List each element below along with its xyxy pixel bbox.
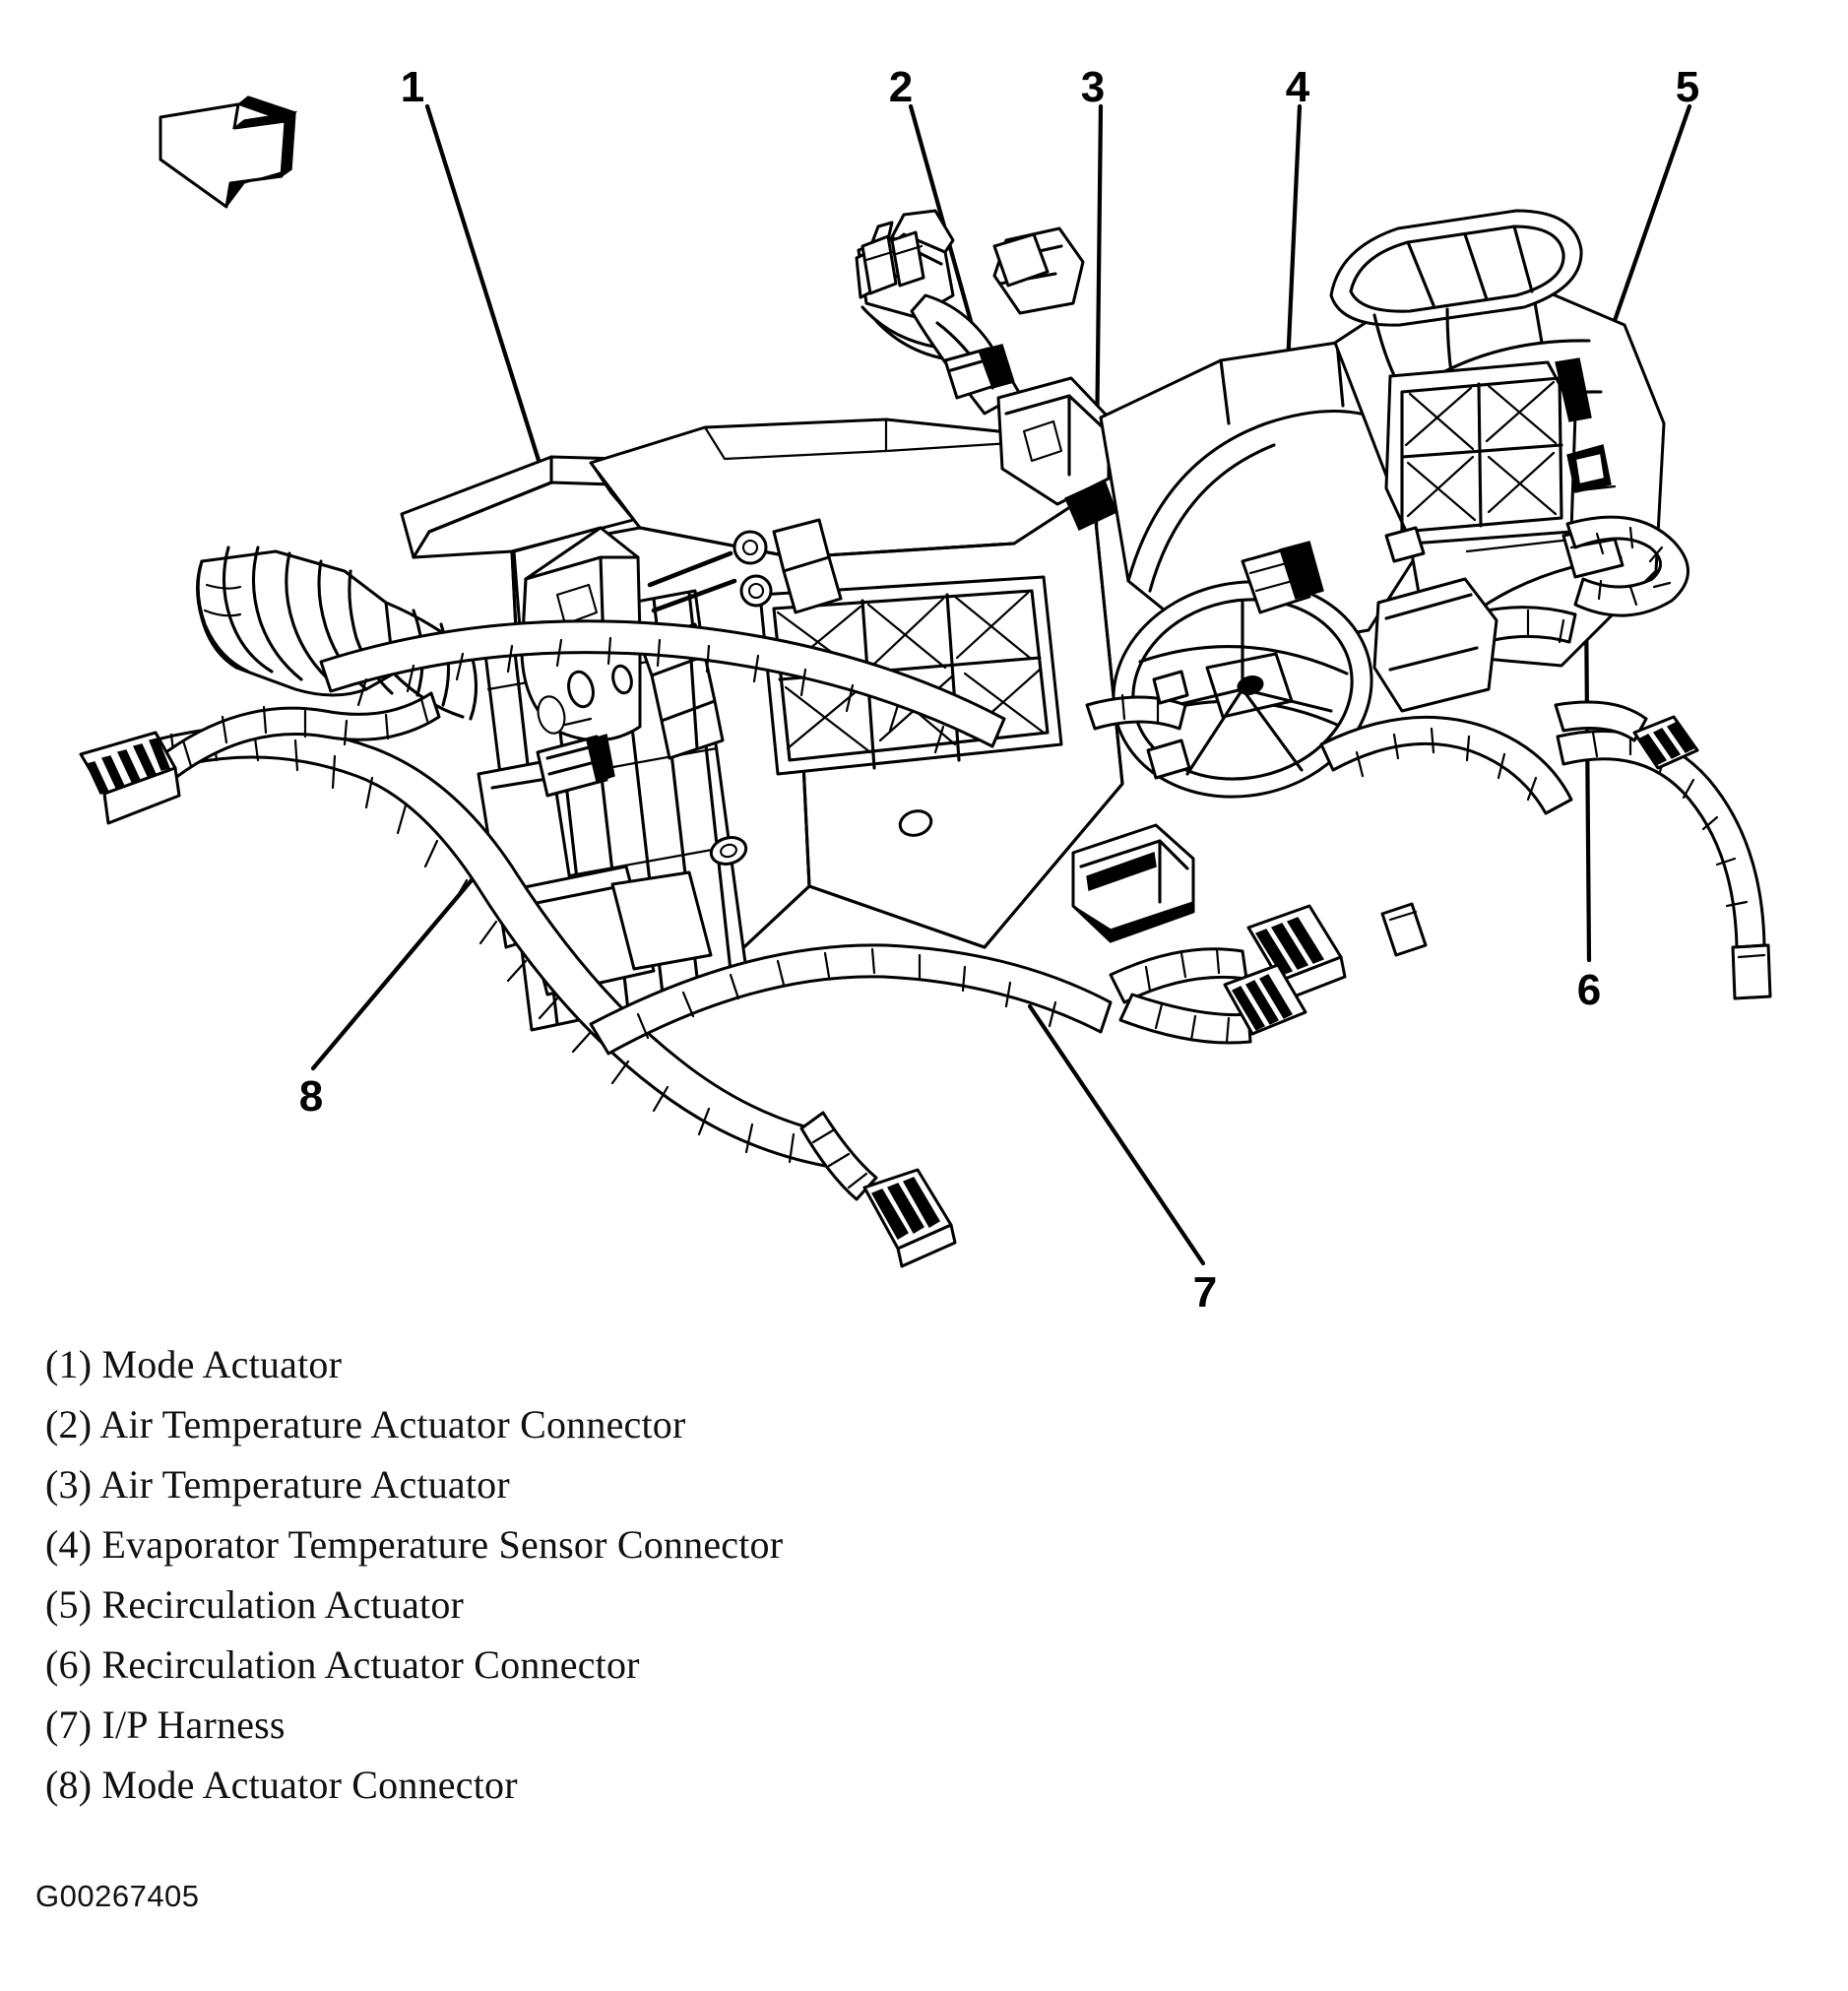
- leader-line-7: [1027, 1003, 1206, 1266]
- legend-item-8: (8) Mode Actuator Connector: [45, 1755, 1227, 1815]
- mode-actuator-connector: [536, 734, 615, 798]
- callout-number-7: 7: [1193, 1268, 1217, 1317]
- module-right-outlet: [1372, 577, 1498, 713]
- legend-label-2: Air Temperature Actuator Connector: [99, 1402, 686, 1446]
- harness-connector-cluster-right: [1223, 904, 1347, 1036]
- callout-number-6: 6: [1577, 966, 1601, 1014]
- evaporator-temp-sensor-connector: [1241, 541, 1324, 614]
- module-fasteners: [709, 526, 1426, 866]
- legend-item-7: (7) I/P Harness: [45, 1695, 1227, 1755]
- legend-item-4: (4) Evaporator Temperature Sensor Connec…: [45, 1514, 1227, 1574]
- callout-number-8: 8: [299, 1072, 323, 1121]
- recirculation-actuator-connector: [1566, 444, 1612, 493]
- hvac-module-illustration: 1 2 3 4 5 6 7 8: [79, 63, 1772, 1317]
- figure-id: G00267405: [35, 1879, 200, 1913]
- legend-label-7: I/P Harness: [101, 1702, 286, 1747]
- legend-number-7: (7): [45, 1702, 93, 1747]
- legend-label-6: Recirculation Actuator Connector: [101, 1642, 640, 1687]
- callout-number-3: 3: [1081, 63, 1105, 111]
- legend-item-3: (3) Air Temperature Actuator: [45, 1454, 1227, 1514]
- recirculation-actuator: [1384, 357, 1625, 579]
- legend-number-6: (6): [45, 1642, 93, 1687]
- legend-label-3: Air Temperature Actuator: [99, 1462, 510, 1507]
- legend-label-8: Mode Actuator Connector: [101, 1763, 518, 1807]
- callout-number-1: 1: [401, 63, 424, 111]
- block-arrow-left-icon: [159, 96, 298, 209]
- legend-item-2: (2) Air Temperature Actuator Connector: [45, 1394, 1227, 1454]
- ip-harness: [79, 515, 1772, 1268]
- harness-connector-bottom: [862, 1168, 957, 1268]
- legend-item-1: (1) Mode Actuator: [45, 1334, 1227, 1394]
- component-legend: (1) Mode Actuator (2) Air Temperature Ac…: [45, 1334, 1227, 1815]
- callout-number-4: 4: [1286, 63, 1310, 111]
- legend-label-4: Evaporator Temperature Sensor Connector: [101, 1522, 784, 1567]
- callout-numbers: 1 2 3 4 5 6 7 8: [299, 63, 1699, 1317]
- legend-number-2: (2): [45, 1402, 93, 1446]
- legend-number-3: (3): [45, 1462, 93, 1507]
- legend-number-4: (4): [45, 1522, 93, 1567]
- legend-number-8: (8): [45, 1763, 93, 1807]
- legend-label-1: Mode Actuator: [101, 1342, 343, 1386]
- legend-item-5: (5) Recirculation Actuator: [45, 1574, 1227, 1635]
- control-module-box: [1071, 823, 1195, 943]
- legend-number-5: (5): [45, 1582, 93, 1627]
- legend-item-6: (6) Recirculation Actuator Connector: [45, 1635, 1227, 1695]
- blower-scroll-housing: [1099, 341, 1434, 799]
- legend-number-1: (1): [45, 1342, 93, 1386]
- callout-number-2: 2: [889, 63, 913, 111]
- module-top-tubes: [860, 230, 1050, 295]
- legend-label-5: Recirculation Actuator: [101, 1582, 465, 1627]
- leader-line-5: [1600, 103, 1692, 357]
- callout-number-5: 5: [1676, 63, 1699, 111]
- harness-connector-left: [79, 731, 181, 825]
- harness-connector-right: [1632, 715, 1699, 770]
